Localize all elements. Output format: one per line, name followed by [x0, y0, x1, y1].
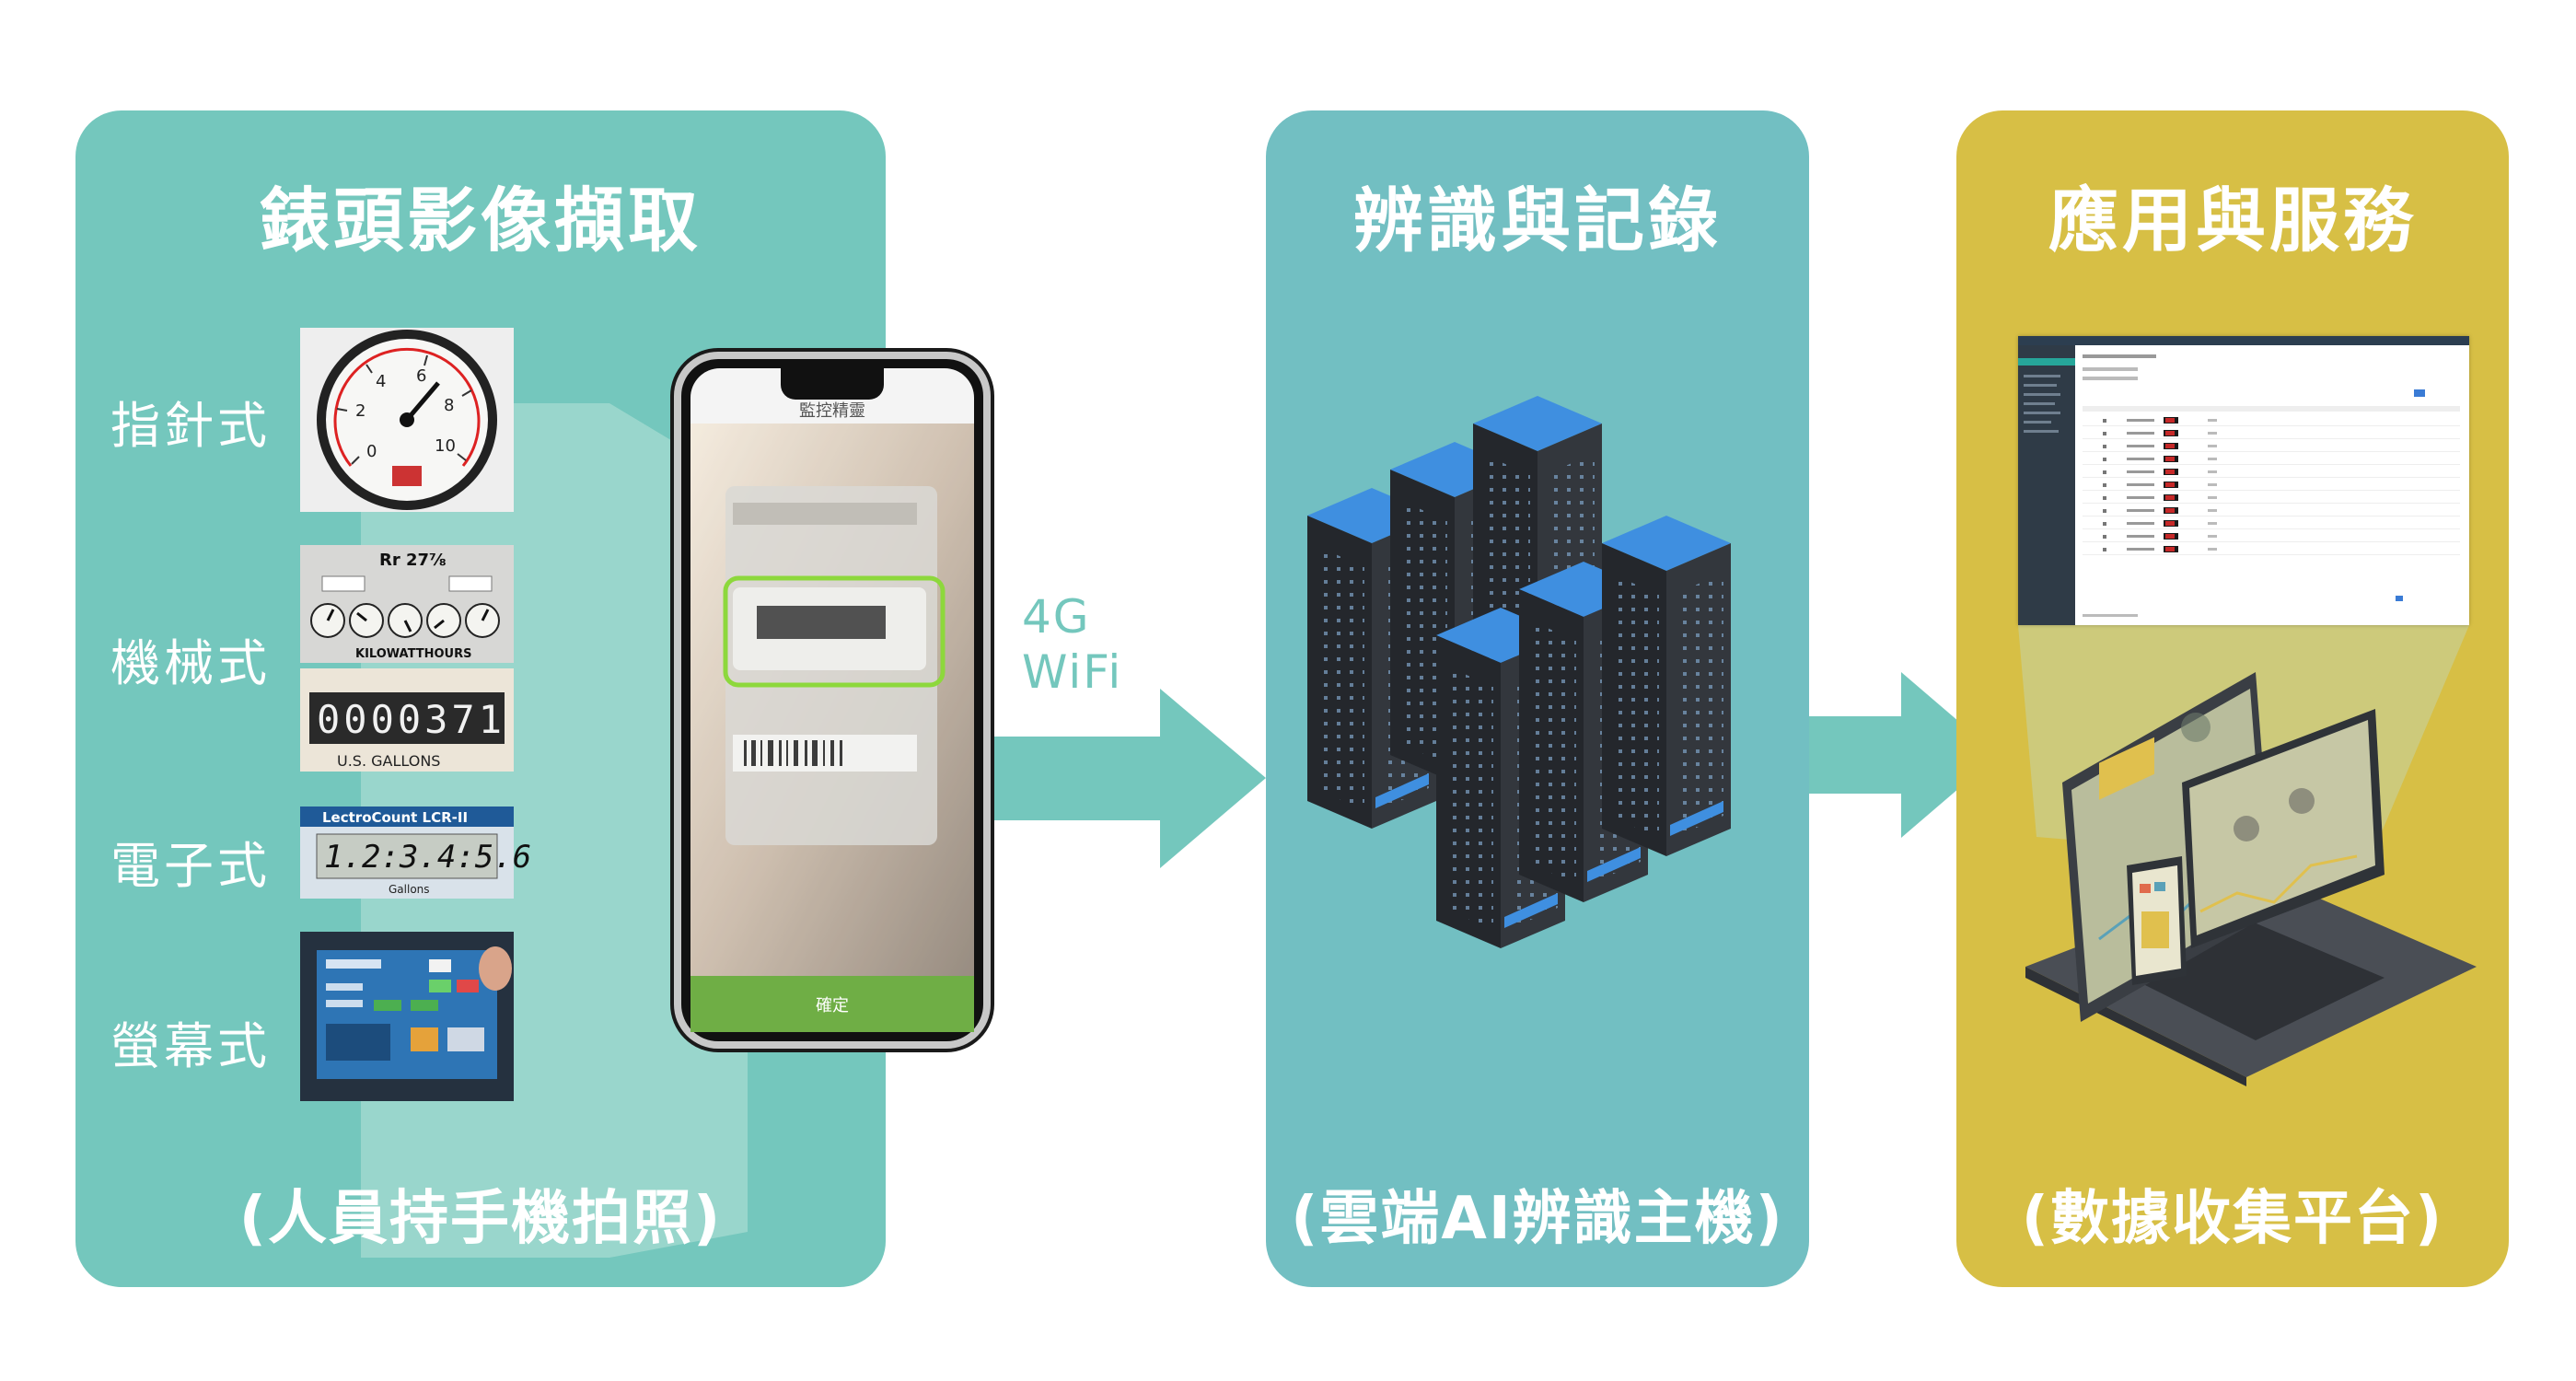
meter-type-electronic: 電子式 [110, 837, 271, 895]
smartphone: 監控精靈 確定 [670, 348, 994, 1052]
odometer-digits: 0000371 [317, 697, 505, 742]
meter-type-screen: 螢幕式 [110, 1017, 271, 1075]
capture-title: 錶頭影像擷取 [260, 180, 702, 261]
meter-type-mechanical: 機械式 [110, 634, 271, 692]
phone-confirm-button[interactable]: 確定 [816, 996, 849, 1015]
connection-4g: 4G [1022, 590, 1091, 644]
gauge-num-4: 4 [376, 372, 386, 391]
odometer-thumbnail: 0000371 U.S. GALLONS [300, 668, 514, 772]
gauge-num-10: 10 [435, 436, 456, 456]
connection-wifi: WiFi [1022, 645, 1123, 699]
gauge-num-0: 0 [366, 442, 377, 461]
arrow-to-recognition [994, 689, 1266, 868]
gauge-thumbnail: 0 2 4 6 8 10 [300, 328, 514, 512]
server-racks-icon [1307, 396, 1731, 948]
connection-label: 4G WiFi [1022, 589, 1122, 700]
service-footer: (數據收集平台) [2021, 1185, 2444, 1253]
recognition-footer: (雲端AI辨識主機) [1291, 1185, 1784, 1253]
recognition-title: 辨識與記錄 [1353, 180, 1722, 261]
lcd-meter-thumbnail: LectroCount LCR-II 1.2:3.4:5.6 Gallons [300, 807, 531, 899]
gauge-num-6: 6 [416, 366, 426, 386]
gauge-num-8: 8 [444, 396, 454, 415]
lcr-unit: Gallons [389, 883, 430, 896]
touchscreen-thumbnail [300, 932, 514, 1101]
devices-dashboard-icon [2025, 672, 2477, 1086]
lcr-value: 1.2:3.4:5.6 [324, 839, 531, 876]
mech-top-label: Rr 27⅞ [379, 551, 447, 570]
dashboard-screenshot [2018, 336, 2469, 625]
mechanical-dial-thumbnail: Rr 27⅞ KILOWATTHOURS [300, 545, 514, 663]
odometer-unit: U.S. GALLONS [337, 752, 440, 770]
gauge-num-2: 2 [355, 401, 366, 421]
mech-brand-label: KILOWATTHOURS [355, 647, 471, 661]
service-title: 應用與服務 [2048, 180, 2417, 261]
phone-app-title: 監控精靈 [799, 401, 865, 421]
meter-type-needle: 指針式 [110, 397, 271, 455]
arrow-to-service [1809, 672, 1998, 838]
lcr-brand-label: LectroCount LCR-II [322, 809, 468, 826]
